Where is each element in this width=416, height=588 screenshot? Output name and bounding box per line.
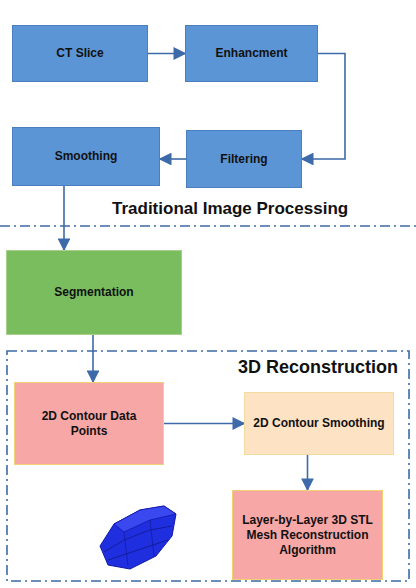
flow-arrow [160, 158, 186, 160]
region-group: 3D Reconstruction 2D Contour Data Points 2… [6, 350, 410, 582]
box-label: 2D Contour Smoothing [253, 416, 384, 431]
box-label: CT Slice [56, 46, 103, 61]
process-box: Layer-by-Layer 3D STL Mesh Reconstructio… [232, 490, 383, 580]
process-box: Segmentation [6, 250, 182, 335]
box-label: Smoothing [55, 149, 118, 164]
box-label: Segmentation [54, 285, 133, 300]
section-divider [0, 225, 416, 227]
flow-arrow [164, 423, 244, 425]
box-label: 2D Contour Data Points [23, 409, 155, 439]
process-box: Enhancment [185, 25, 318, 82]
process-box: 2D Contour Data Points [14, 382, 164, 465]
flow-arrow [148, 53, 185, 55]
process-box: CT Slice [12, 25, 148, 82]
mesh-illustration [100, 506, 176, 569]
process-box: 2D Contour Smoothing [244, 392, 394, 455]
process-box: Filtering [186, 130, 302, 188]
box-label: Enhancment [215, 46, 287, 61]
box-label: Layer-by-Layer 3D STL Mesh Reconstructio… [241, 513, 374, 558]
flow-arrow [307, 455, 309, 490]
region-heading: 3D Reconstruction [238, 357, 398, 378]
flow-arrow [63, 186, 65, 250]
flow-arrow [92, 335, 94, 382]
section-label: Traditional Image Processing [110, 199, 350, 219]
process-box: Smoothing [12, 127, 160, 186]
box-label: Filtering [220, 152, 267, 167]
